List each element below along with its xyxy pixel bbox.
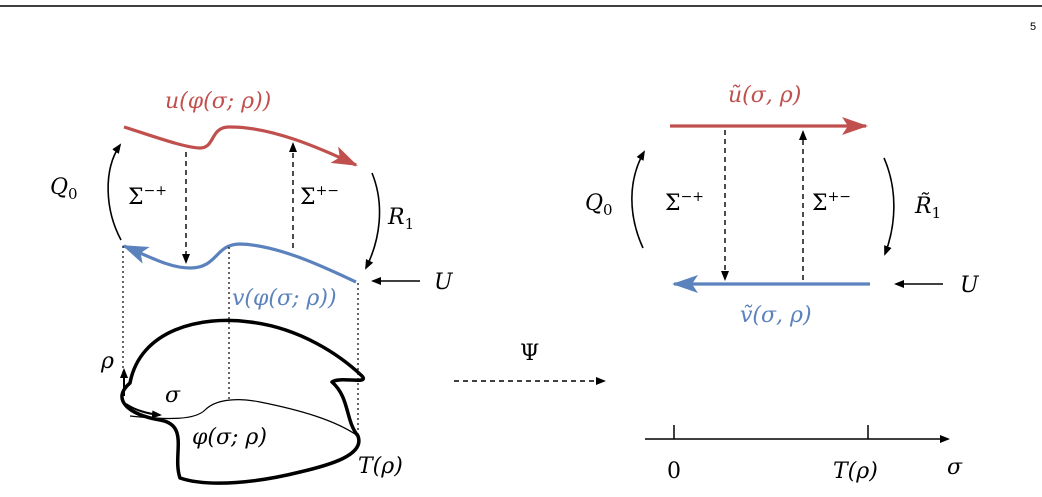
v-tilde-label: ṽ(σ, ρ) — [740, 303, 812, 328]
sigma-label: σ — [165, 383, 181, 408]
q0-label: Q0 — [50, 175, 78, 203]
t-rho-label: T(ρ) — [358, 454, 403, 479]
r1-tilde-label: R̃1 — [914, 193, 941, 222]
sigma-plus-minus-label-right: Σ+− — [812, 189, 851, 216]
v-curve — [122, 242, 357, 284]
domain-boundary — [120, 318, 366, 485]
axis-zero-label: 0 — [667, 459, 681, 484]
u-curve — [123, 125, 358, 167]
left-diagram: u(φ(σ; ρ)) v(φ(σ; ρ)) Q0 R1 Σ−+ Σ+− U ρ … — [50, 89, 454, 485]
axis-t-label: T(ρ) — [833, 459, 878, 484]
u-tilde-label: ũ(σ, ρ) — [728, 83, 801, 108]
sigma-minus-plus-label: Σ−+ — [128, 183, 167, 210]
q0-arrow — [107, 143, 122, 241]
r1-arrow — [365, 172, 381, 270]
rho-label: ρ — [100, 349, 114, 374]
v-label: v(φ(σ; ρ)) — [232, 286, 337, 311]
axis-sigma-label: σ — [947, 455, 963, 480]
sigma-minus-plus-label-right: Σ−+ — [665, 189, 704, 216]
sigma-plus-minus-label: Σ+− — [300, 183, 339, 210]
psi-label: Ψ — [520, 341, 539, 366]
u-input-label-right: U — [960, 273, 980, 298]
u-input-label: U — [434, 270, 454, 295]
phi-curve — [129, 399, 359, 437]
right-diagram: ũ(σ, ρ) ṽ(σ, ρ) Q0 R̃1 Σ−+ Σ+− U 0 T(ρ) … — [585, 83, 980, 484]
q0-arrow-right — [631, 150, 645, 249]
phi-label: φ(σ; ρ) — [192, 425, 267, 450]
r1-label: R1 — [387, 205, 414, 233]
u-label: u(φ(σ; ρ)) — [165, 89, 271, 114]
r1-arrow-right — [883, 157, 895, 256]
page-number: 5 — [1030, 21, 1036, 33]
q0-label-right: Q0 — [585, 191, 613, 219]
psi-map: Ψ — [454, 341, 606, 385]
sigma-arrow — [125, 403, 162, 419]
